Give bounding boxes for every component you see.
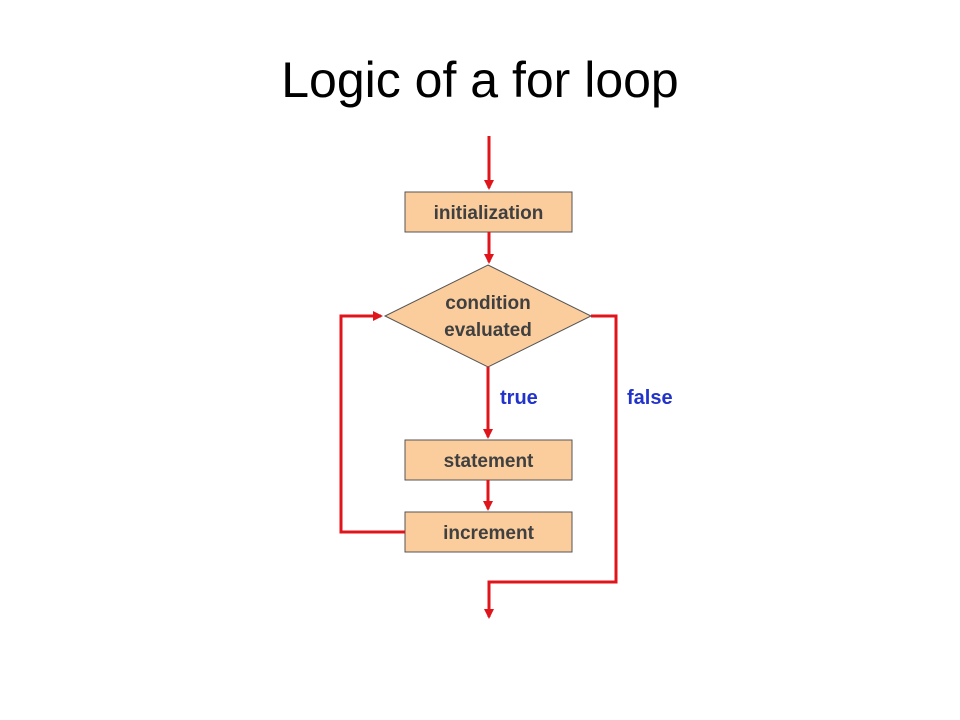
initialization-box [404,191,573,233]
condition-label-line2: evaluated [444,320,532,341]
initialization-label: initialization [434,203,544,224]
increment-box [404,511,573,553]
loop-back-arrow [339,311,405,534]
statement-box [404,439,573,481]
false-label: false [627,387,673,409]
true-label: true [500,387,538,409]
condition-diamond [383,264,593,368]
condition-label-line1: condition [445,293,530,314]
increment-label: increment [443,523,534,544]
false-branch-arrow [484,314,618,619]
slide-title: Logic of a for loop [281,52,679,108]
statement-label: statement [444,451,534,472]
